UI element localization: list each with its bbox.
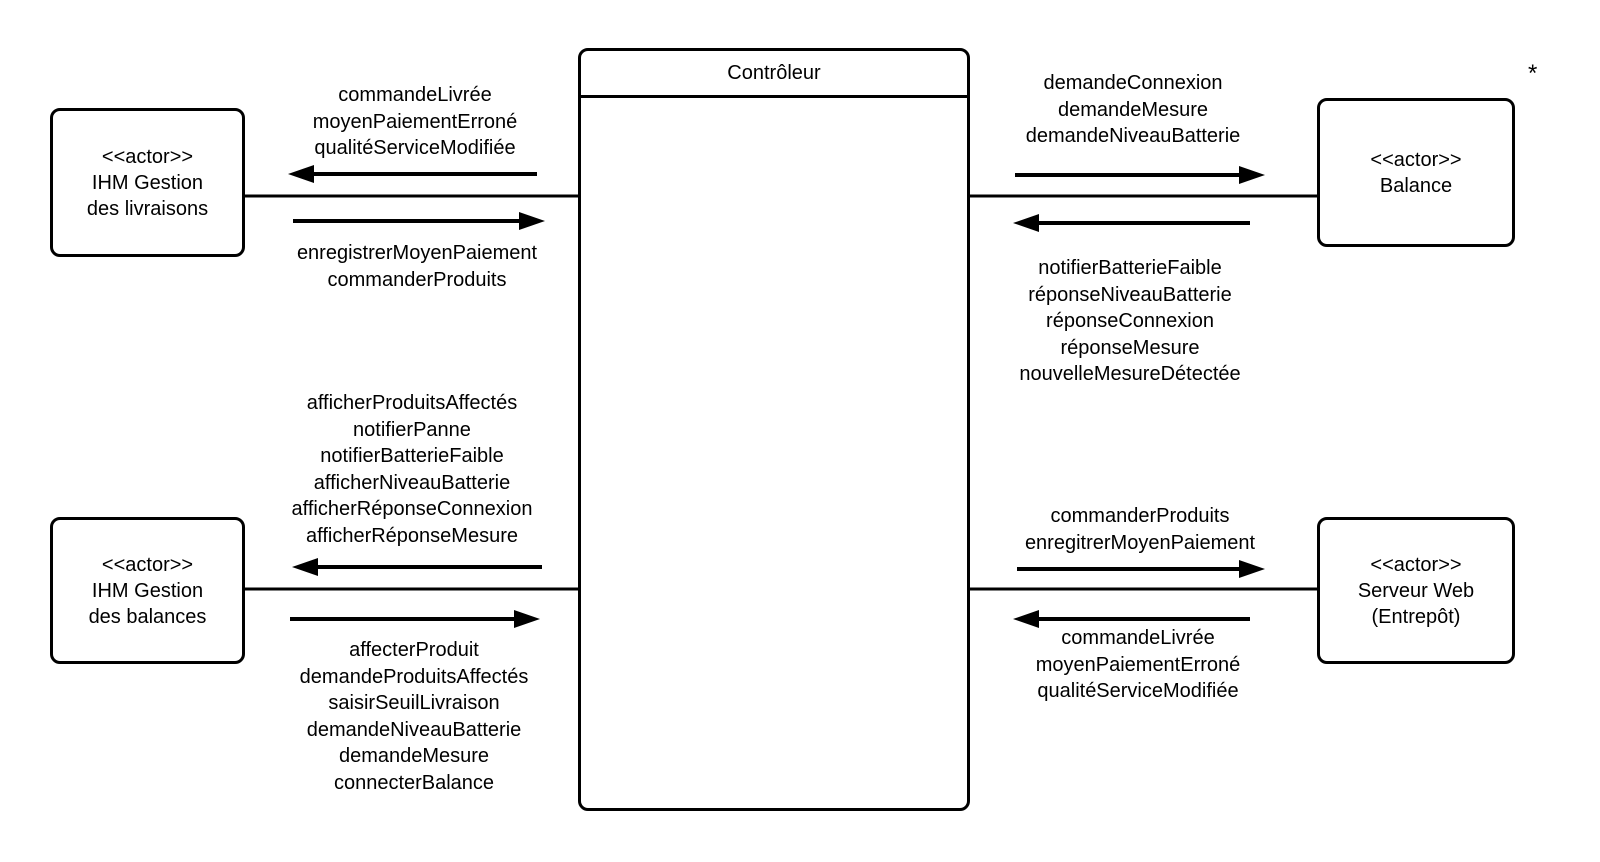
arrow-balance-to-controller [1013,214,1250,232]
actor-ihm-gestion-livraisons: <<actor>> IHM Gestion des livraisons [50,108,245,257]
arrow-controller-to-serveur-web [1017,560,1265,578]
messages-controller-to-ihm-balances: afficherProduitsAffectés notifierPanne n… [291,392,533,547]
arrow-serveur-web-to-controller [1013,610,1250,628]
controller-title: Contrôleur [581,51,967,98]
messages-serveur-web-to-controller: commandeLivrée moyenPaiementErroné quali… [1035,627,1241,702]
arrow-controller-to-ihm-livraisons [288,165,537,183]
controller-box: Contrôleur [578,48,970,811]
messages-ihm-livraisons-to-controller: enregistrerMoyenPaiement commanderProdui… [296,242,538,291]
actor-serveur-web: <<actor>> Serveur Web (Entrepôt) [1317,517,1515,664]
arrow-ihm-balances-to-controller [290,610,540,628]
actor-ihm-gestion-balances: <<actor>> IHM Gestion des balances [50,517,245,664]
messages-controller-to-serveur-web: commanderProduits enregitrerMoyenPaiemen… [1024,505,1256,554]
actor-balance: <<actor>> Balance [1317,98,1515,247]
messages-balance-to-controller: notifierBatterieFaible réponseNiveauBatt… [1019,257,1241,385]
arrow-ihm-livraisons-to-controller [293,212,545,230]
messages-ihm-balances-to-controller: affecterProduit demandeProduitsAffectés … [299,639,529,794]
messages-controller-to-balance: demandeConnexion demandeMesure demandeNi… [1025,72,1241,147]
balance-multiplicity-star: * [1528,60,1538,87]
arrow-controller-to-balance [1015,166,1265,184]
messages-controller-to-ihm-livraisons: commandeLivrée moyenPaiementErroné quali… [312,84,518,159]
arrow-controller-to-ihm-balances [292,558,542,576]
